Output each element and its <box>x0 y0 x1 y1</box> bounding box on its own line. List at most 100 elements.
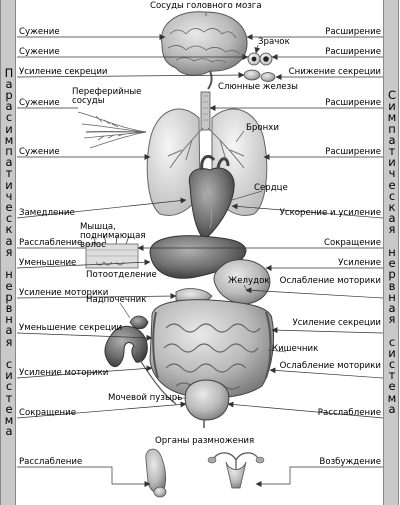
sidebar-letter: а <box>5 233 13 248</box>
label-hair-muscle: Мышца, поднимающая волос <box>80 222 146 250</box>
label-peripheral-vessels: Переферийные сосуды <box>72 87 142 106</box>
sidebar-letter: р <box>5 88 13 103</box>
sidebar-letter: с <box>5 379 13 394</box>
sidebar-letter: е <box>388 379 396 394</box>
sidebar-letter: н <box>388 244 396 259</box>
sidebar-letter: е <box>5 401 13 416</box>
sidebar-letter: е <box>388 256 396 271</box>
sidebar-letter: т <box>5 166 13 181</box>
sidebar-letter: с <box>5 356 13 371</box>
para-effect-pupil: Сужение <box>19 47 60 57</box>
sidebar-letter: т <box>388 368 396 383</box>
para-effect-hair-muscle: Расслабление <box>19 238 83 248</box>
label-bronchi: Бронхи <box>246 123 279 133</box>
symp-effect-peripheral-vessels: Расширение <box>325 98 381 108</box>
label-reproductive: Органы размножения <box>155 436 255 446</box>
symp-effect-bladder: Расслабление <box>317 408 381 418</box>
parasympathetic-leader-lines <box>16 34 249 487</box>
symp-effect-sweat: Усиление <box>338 258 381 268</box>
eyes <box>247 44 273 66</box>
sidebar-letter: и <box>5 368 13 383</box>
symp-effect-pupil: Расширение <box>325 47 381 57</box>
label-bladder: Мочевой пузырь <box>108 393 183 403</box>
label-pupil: Зрачок <box>258 37 290 47</box>
sidebar-letter: р <box>5 289 13 304</box>
sidebar-letter: т <box>388 144 396 159</box>
heart <box>188 154 235 241</box>
sidebar-letter: и <box>388 99 396 114</box>
sidebar-letter: м <box>387 390 397 405</box>
symp-effect-reproductive: Возбуждение <box>319 457 381 467</box>
intestines <box>149 299 275 399</box>
para-effect-adrenal: Уменьшение секреции <box>19 323 123 333</box>
label-brain-vessels: Сосуды головного мозга <box>150 1 262 11</box>
sidebar-letter: н <box>5 267 13 282</box>
symp-effect-intestine: Ослабление моторики <box>279 361 381 371</box>
label-intestine: Кишечник <box>272 344 319 354</box>
sidebar-letter: п <box>5 144 13 159</box>
para-effect-sweat: Уменьшение <box>19 258 77 268</box>
para-effect-brain-vessels: Сужение <box>19 27 60 37</box>
label-stomach: Желудок <box>228 276 270 286</box>
para-effect-stomach: Усиление моторики <box>19 288 109 298</box>
sidebar-letter: и <box>5 177 13 192</box>
sidebar-letter: м <box>4 412 14 427</box>
brain <box>161 11 248 90</box>
symp-effect-salivary: Снижение секреции <box>288 67 381 77</box>
sidebar-letter: и <box>388 345 396 360</box>
sidebar-letter: м <box>4 132 14 147</box>
sidebar-letter: П <box>4 65 14 80</box>
sympathetic-leader-lines <box>137 34 384 487</box>
sidebar-letter: е <box>5 278 13 293</box>
symp-effect-bronchi: Расширение <box>325 147 381 157</box>
adrenal-gland <box>129 315 149 330</box>
sidebar-letter: с <box>388 334 396 349</box>
para-effect-heart: Замедление <box>19 208 75 218</box>
label-salivary-glands: Слюнные железы <box>218 82 298 92</box>
sidebar-letter: я <box>5 334 13 349</box>
reproductive-organs <box>145 448 265 498</box>
bladder <box>184 379 230 428</box>
label-heart: Сердце <box>254 183 288 193</box>
sidebar-letter: ч <box>5 188 13 203</box>
organ-pointers <box>119 12 287 399</box>
sidebar-letter: м <box>387 110 397 125</box>
para-effect-bladder: Сокращение <box>19 408 77 418</box>
sidebar-letter: С <box>387 88 397 103</box>
sidebar-letter: а <box>388 401 396 416</box>
sidebar-letter: я <box>388 312 396 327</box>
symp-effect-stomach: Ослабление моторики <box>279 276 381 286</box>
sidebar-letter: и <box>5 121 13 136</box>
para-effect-intestine: Усиление моторики <box>19 368 109 378</box>
symp-effect-hair-muscle: Сокращение <box>323 238 381 248</box>
sidebar-letter: е <box>5 200 13 215</box>
sidebar-letter: к <box>388 200 396 215</box>
para-effect-reproductive: Расслабление <box>19 457 83 467</box>
sidebar-letter: а <box>388 132 396 147</box>
sidebar-letter: р <box>388 267 396 282</box>
sidebar-letter: к <box>5 222 13 237</box>
sidebar-letter: а <box>5 155 13 170</box>
sidebar-letter: в <box>388 278 396 293</box>
sidebar-letter: в <box>5 300 13 315</box>
sidebar-letter: а <box>5 424 13 439</box>
sidebar-letter: а <box>5 76 13 91</box>
sidebar-letter: с <box>388 356 396 371</box>
para-effect-bronchi: Сужение <box>19 147 60 157</box>
sidebar-letter: а <box>388 211 396 226</box>
salivary-glands <box>243 69 276 82</box>
sidebar-letter: а <box>5 323 13 338</box>
label-sweat-secretion: Потоотделение <box>86 270 157 280</box>
sidebar-letter: с <box>5 211 13 226</box>
symp-effect-heart: Ускорение и усиление <box>279 208 381 218</box>
para-effect-salivary: Усиление секреции <box>19 67 108 77</box>
sidebar-letter: а <box>388 300 396 315</box>
symp-effect-brain-vessels: Расширение <box>325 27 381 37</box>
sidebar-letter: я <box>388 222 396 237</box>
peripheral-vessels <box>77 111 147 149</box>
